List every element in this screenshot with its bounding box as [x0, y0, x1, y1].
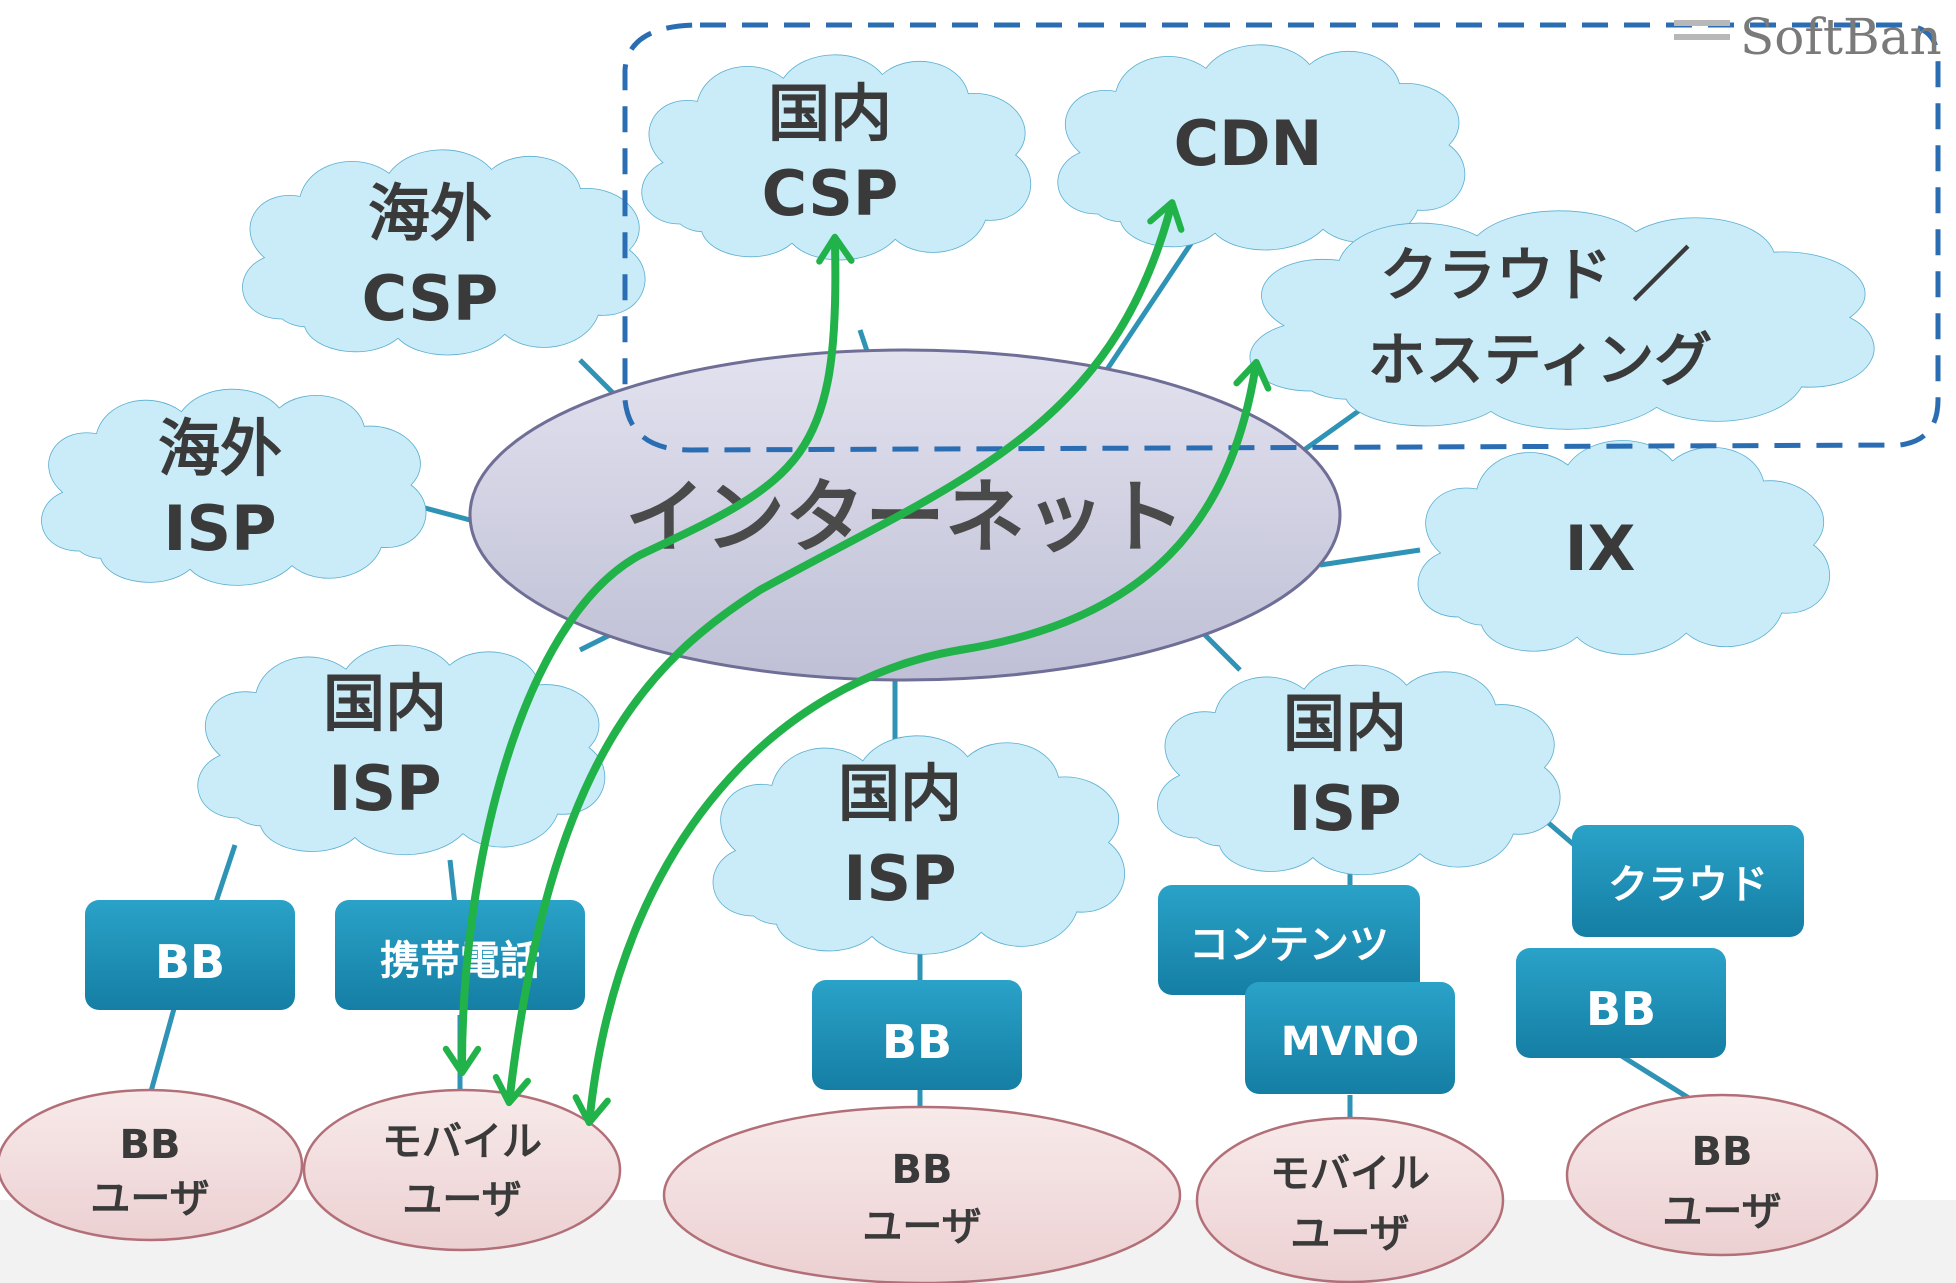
- link-bb-user-left: [147, 1004, 178, 1096]
- traffic-arrows: [442, 199, 1272, 1127]
- svg-text:海外: 海外: [368, 177, 492, 250]
- user-bb-center: BB ユーザ: [662, 1105, 1182, 1283]
- svg-text:CSP: CSP: [762, 157, 899, 230]
- link-isp-right: [1198, 628, 1242, 672]
- svg-text:海外: 海外: [158, 412, 282, 485]
- user-mobile-right: モバイル ユーザ: [1195, 1116, 1505, 1283]
- user-bb-right: BB ユーザ: [1565, 1093, 1879, 1257]
- cloud-overseas-csp: 海外 CSP: [240, 148, 647, 357]
- svg-text:CSP: CSP: [362, 262, 499, 335]
- cloud-ix: IX: [1416, 438, 1832, 657]
- svg-text:ISP: ISP: [328, 752, 441, 825]
- logo-bars-icon: [1674, 20, 1730, 48]
- svg-text:BB: BB: [882, 1015, 952, 1069]
- cloud-isp-right: 国内 ISP: [1155, 663, 1562, 877]
- box-cloud: クラウド: [1572, 825, 1804, 937]
- box-mvno: MVNO: [1245, 982, 1455, 1094]
- svg-text:ユーザ: ユーザ: [90, 1176, 209, 1222]
- svg-text:コンテンツ: コンテンツ: [1189, 922, 1389, 968]
- svg-text:ホスティング: ホスティング: [1368, 326, 1713, 394]
- box-bb-center: BB: [812, 980, 1022, 1090]
- svg-text:BB: BB: [1586, 982, 1656, 1036]
- svg-text:ユーザ: ユーザ: [402, 1177, 521, 1223]
- svg-text:ISP: ISP: [843, 842, 956, 915]
- link-isp-mobile: [447, 859, 458, 906]
- svg-text:ユーザ: ユーザ: [1662, 1189, 1781, 1235]
- cloud-cdn: CDN: [1055, 43, 1467, 252]
- cloud-cloud-hosting: クラウド ／ ホスティング: [1250, 211, 1874, 430]
- svg-text:モバイル: モバイル: [382, 1119, 542, 1165]
- svg-text:BB: BB: [892, 1147, 953, 1193]
- svg-text:ユーザ: ユーザ: [862, 1204, 981, 1250]
- svg-text:国内: 国内: [768, 77, 892, 150]
- svg-text:CDN: CDN: [1174, 107, 1323, 180]
- svg-text:ユーザ: ユーザ: [1290, 1211, 1409, 1257]
- cloud-isp-center: 国内 ISP: [711, 733, 1127, 957]
- svg-text:モバイル: モバイル: [1270, 1151, 1430, 1197]
- svg-text:携帯電話: 携帯電話: [380, 938, 540, 984]
- svg-text:IX: IX: [1565, 512, 1636, 585]
- arrow-mobile-to-cloud-hosting: [572, 358, 1272, 1127]
- box-contents: コンテンツ: [1158, 885, 1420, 995]
- cloud-domestic-csp: 国内 CSP: [640, 53, 1033, 262]
- svg-text:BB: BB: [155, 935, 225, 989]
- svg-text:国内: 国内: [838, 757, 962, 830]
- box-mobile-phone: 携帯電話: [335, 900, 585, 1010]
- softbank-logo: SoftBan: [1656, 6, 1956, 66]
- logo-text: SoftBan: [1740, 8, 1942, 66]
- svg-text:BB: BB: [120, 1122, 181, 1168]
- user-bb-left: BB ユーザ: [0, 1088, 304, 1242]
- svg-text:国内: 国内: [323, 667, 447, 740]
- svg-text:MVNO: MVNO: [1281, 1019, 1419, 1065]
- box-bb-right: BB: [1516, 948, 1726, 1058]
- link-ix: [1319, 547, 1421, 568]
- user-mobile-left: モバイル ユーザ: [302, 1088, 622, 1252]
- svg-text:ISP: ISP: [163, 492, 276, 565]
- cloud-overseas-isp: 海外 ISP: [39, 387, 428, 588]
- svg-text:ISP: ISP: [1288, 772, 1401, 845]
- svg-text:クラウド ／: クラウド ／: [1380, 241, 1690, 309]
- link-cdn: [1097, 228, 1203, 382]
- box-bb-left: BB: [85, 900, 295, 1010]
- svg-text:BB: BB: [1692, 1129, 1753, 1175]
- link-isp-bb-left: [212, 844, 238, 906]
- svg-text:国内: 国内: [1283, 687, 1407, 760]
- cloud-isp-left: 国内 ISP: [195, 643, 607, 857]
- svg-text:クラウド: クラウド: [1608, 862, 1768, 908]
